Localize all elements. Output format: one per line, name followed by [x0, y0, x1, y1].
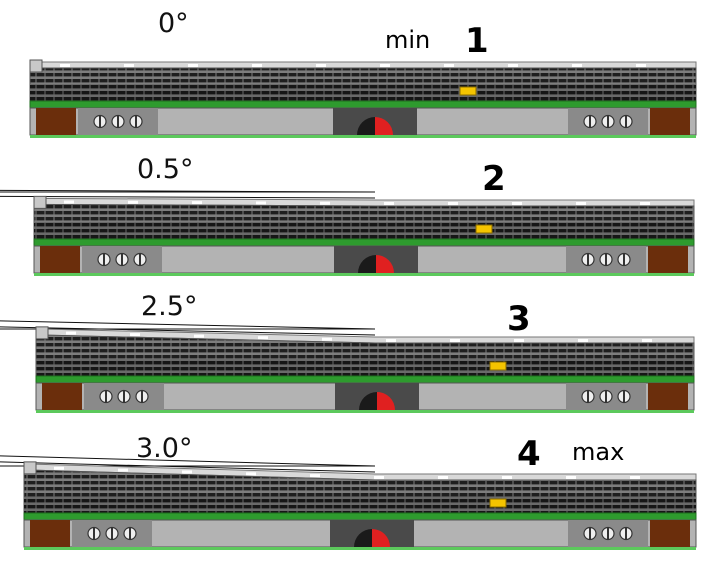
plate-highlight [124, 64, 134, 67]
angle-label: 0.5° [137, 154, 193, 185]
yellow-connector [475, 224, 493, 234]
plate-highlight [448, 202, 458, 205]
brown-end-right [648, 246, 688, 273]
plate-highlight [246, 472, 256, 476]
green-strip [35, 375, 695, 384]
plate-highlight [566, 476, 576, 479]
panel-number: 2 [482, 159, 506, 199]
plate-highlight [572, 64, 582, 67]
plate-highlight [630, 476, 640, 479]
panel-1: 0° 1 min [29, 8, 697, 138]
corner-bracket [33, 195, 47, 209]
dial-right [375, 117, 393, 135]
brown-end-left [40, 246, 80, 273]
plate-highlight [320, 201, 330, 205]
plate-highlight [128, 200, 138, 204]
plate-highlight [636, 64, 646, 67]
plate-highlight [576, 202, 586, 205]
panel-2: 0.5° 2 [0, 154, 695, 276]
plate-highlight [380, 64, 390, 67]
yellow-connector [489, 361, 507, 371]
lower-key-rows [30, 84, 696, 101]
green-strip [29, 100, 697, 109]
plate-highlight [444, 64, 454, 67]
plate-highlight [438, 476, 448, 479]
dial-left [358, 255, 376, 273]
yellow-connector [459, 86, 477, 96]
dial-left [357, 117, 375, 135]
plate-highlight [182, 470, 192, 474]
angle-label: 3.0° [136, 433, 192, 464]
angle-label: 0° [158, 8, 189, 39]
panel-number: 4 [517, 434, 541, 474]
tilt-reference-line [0, 326, 376, 336]
bottom-strip [36, 410, 694, 413]
plate-highlight [310, 474, 320, 478]
plate-highlight [256, 201, 266, 205]
plate-highlight [450, 339, 460, 342]
lower-key-rows [24, 496, 696, 513]
dial-right [376, 255, 394, 273]
dial-left [354, 529, 372, 547]
bottom-strip [34, 273, 694, 276]
brown-end-left [30, 520, 70, 547]
yellow-connector [489, 498, 507, 508]
dial-left [359, 392, 377, 410]
plate-highlight [188, 64, 198, 67]
green-strip [33, 238, 695, 247]
dial-right [377, 392, 395, 410]
corner-bracket [23, 461, 37, 475]
lower-key-rows [36, 359, 694, 376]
plate-highlight [374, 475, 384, 479]
brown-end-left [42, 383, 82, 410]
plate-highlight [640, 202, 650, 205]
plate-highlight [64, 200, 74, 204]
plate-highlight [60, 64, 70, 67]
plate-highlight [386, 339, 396, 342]
range-tag: min [385, 26, 430, 54]
panel-4: 3.0° 4 max [0, 433, 697, 550]
panel-3: 2.5° 3 [0, 291, 695, 413]
tilt-reference-line [0, 461, 376, 473]
angle-label: 2.5° [141, 291, 197, 322]
plate-highlight [258, 336, 268, 340]
plate-highlight [252, 64, 262, 67]
plate-highlight [502, 476, 512, 479]
dial-right [372, 529, 390, 547]
plate-highlight [118, 468, 128, 472]
plate-highlight [194, 334, 204, 338]
tilt-reference-line [0, 455, 376, 467]
range-tag: max [572, 438, 624, 466]
bottom-strip [30, 135, 696, 138]
bottom-strip [24, 547, 696, 550]
plate-highlight [512, 202, 522, 205]
panel-number: 3 [507, 299, 531, 339]
brown-end-left [36, 108, 76, 135]
green-strip [23, 512, 697, 521]
tilt-reference-line [0, 320, 376, 330]
corner-bracket [35, 326, 49, 340]
plate-highlight [66, 331, 76, 335]
plate-highlight [322, 337, 332, 341]
corner-bracket [29, 59, 43, 73]
brown-end-right [650, 108, 690, 135]
plate-highlight [384, 202, 394, 205]
plate-highlight [130, 333, 140, 337]
plate-highlight [192, 201, 202, 205]
plate-highlight [54, 466, 64, 470]
plate-highlight [642, 339, 652, 342]
brown-end-right [650, 520, 690, 547]
plate-highlight [514, 339, 524, 342]
plate-highlight [578, 339, 588, 342]
plate-highlight [508, 64, 518, 67]
plate-highlight [316, 64, 326, 67]
lower-key-rows [34, 222, 694, 239]
tilt-reference-line [0, 195, 376, 199]
brown-end-right [648, 383, 688, 410]
panel-number: 1 [465, 21, 489, 61]
